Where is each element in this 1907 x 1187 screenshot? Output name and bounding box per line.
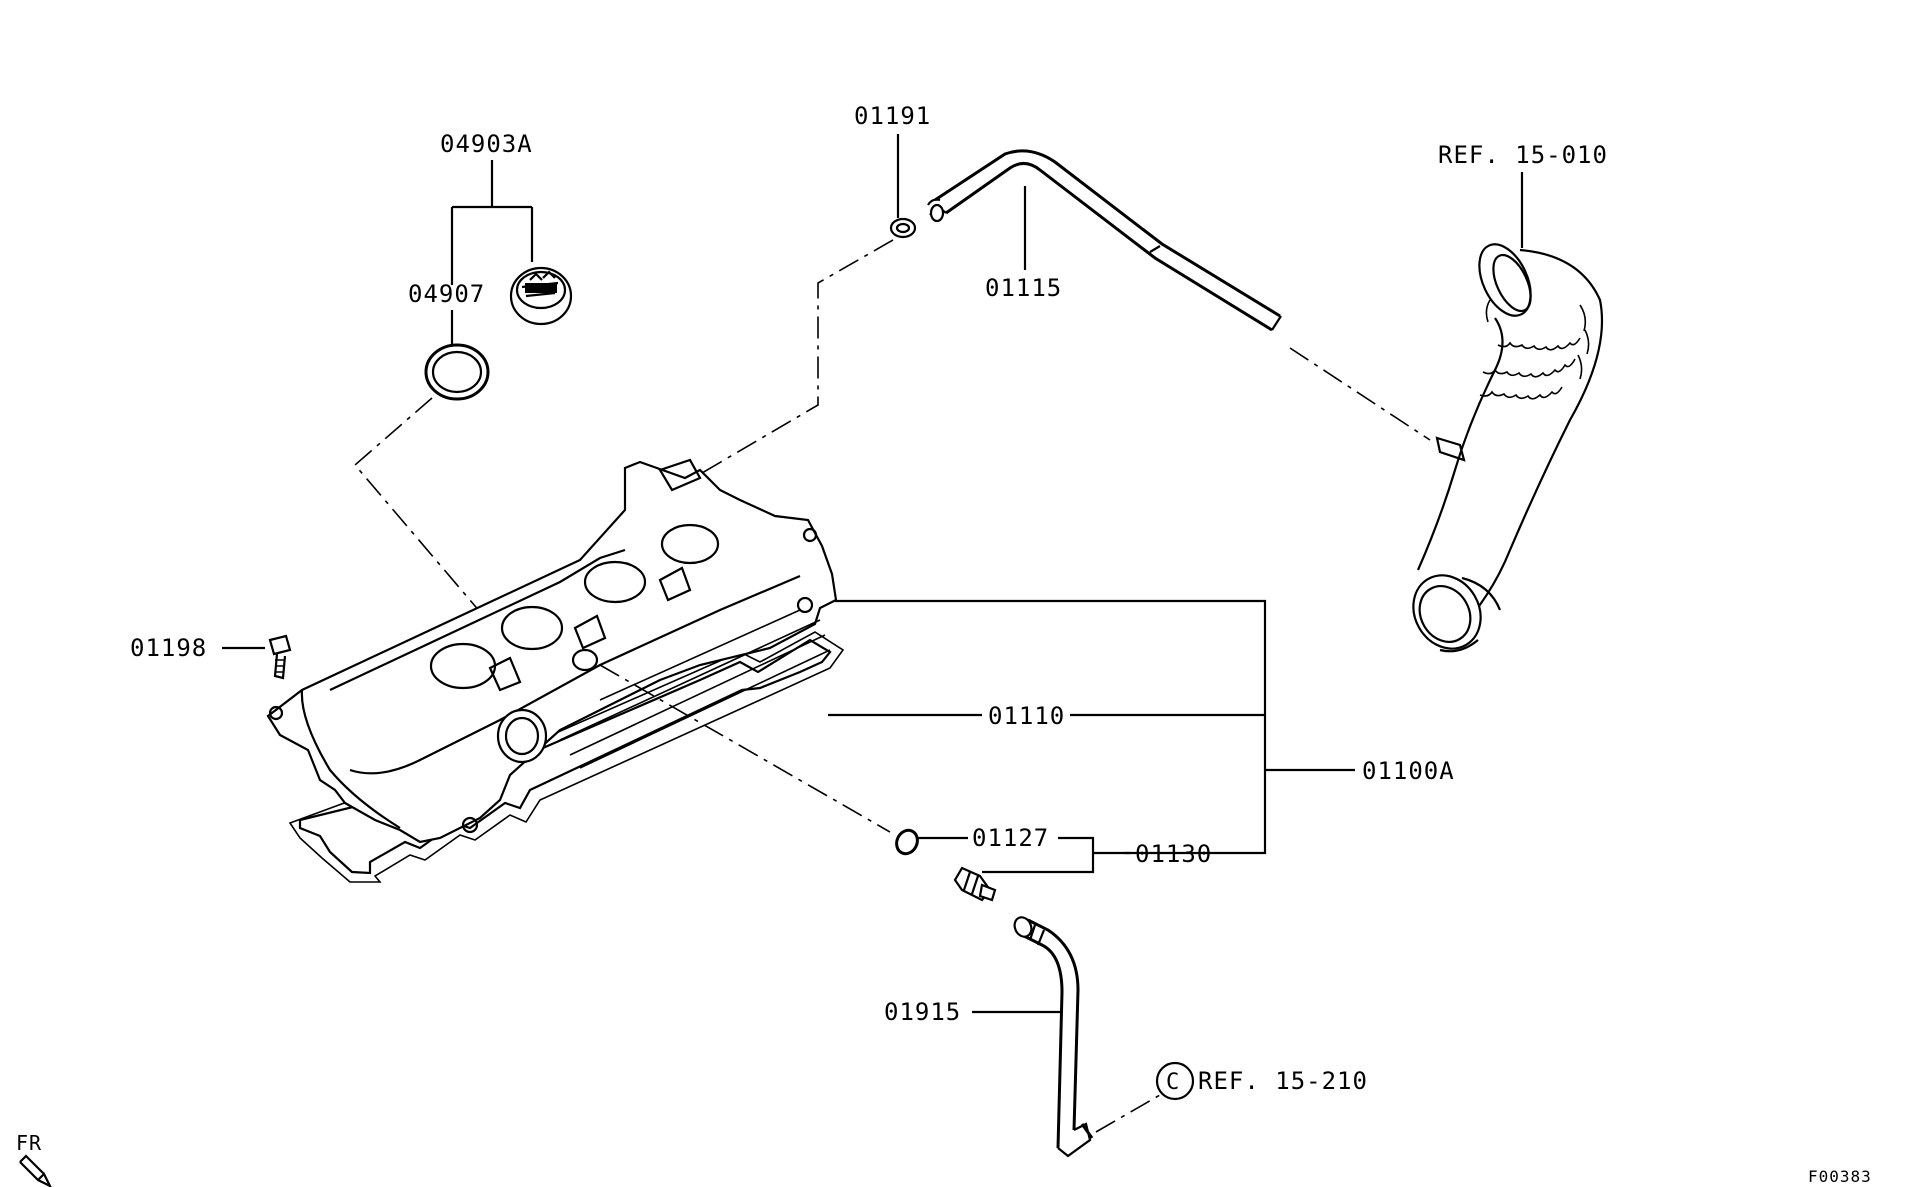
- filler-cap[interactable]: [509, 266, 573, 326]
- front-arrow-icon: [19, 1154, 52, 1187]
- pcv-hose-group: 01915 C REF. 15-210: [884, 915, 1368, 1158]
- leader-01110-cover: [835, 599, 1267, 855]
- label-ref-15-010[interactable]: REF. 15-010: [1438, 141, 1608, 169]
- pcv-grommet-01127[interactable]: [893, 827, 921, 857]
- breather-hose-01115[interactable]: [927, 149, 1282, 332]
- front-indicator-label: FR: [16, 1131, 42, 1155]
- label-04903A[interactable]: 04903A: [440, 130, 533, 158]
- label-01127[interactable]: 01127: [972, 824, 1049, 852]
- bolt-01198[interactable]: [268, 634, 292, 680]
- air-intake-duct[interactable]: [1400, 236, 1604, 661]
- hose-clamp-01191[interactable]: [889, 217, 917, 239]
- label-ref-15-210[interactable]: REF. 15-210: [1198, 1067, 1368, 1095]
- ref-circle-c[interactable]: C: [1155, 1061, 1195, 1101]
- label-01198[interactable]: 01198: [130, 634, 207, 662]
- leader-01127-bracket: [982, 836, 1095, 874]
- breather-hose-group: 01191 01115: [689, 102, 1431, 481]
- label-01130[interactable]: 01130: [1135, 840, 1212, 868]
- label-01100A[interactable]: 01100A: [1362, 757, 1455, 785]
- rocker-cover-group: 01198: [130, 458, 845, 883]
- leader-04903A: [450, 160, 534, 285]
- hose-to-air-duct-line: [1289, 347, 1431, 441]
- rocker-cover[interactable]: [266, 458, 838, 844]
- front-direction-indicator: FR: [16, 1131, 52, 1187]
- oil-filler-cap-group: 04903A 04907: [353, 130, 573, 701]
- rocker-cover-gasket[interactable]: [288, 631, 845, 883]
- pcv-hose-01915[interactable]: [1012, 915, 1094, 1158]
- label-01915[interactable]: 01915: [884, 998, 961, 1026]
- clamp-to-cover-line: [689, 239, 894, 481]
- label-01110[interactable]: 01110: [988, 702, 1065, 730]
- figure-code: F00383: [1808, 1167, 1872, 1186]
- label-01115[interactable]: 01115: [985, 274, 1062, 302]
- hose-to-ref-line: [1095, 1094, 1161, 1133]
- ref-circle-letter: C: [1166, 1070, 1180, 1095]
- label-01191[interactable]: 01191: [854, 102, 931, 130]
- label-04907[interactable]: 04907: [408, 280, 485, 308]
- pcv-valve[interactable]: [953, 866, 997, 902]
- air-intake-duct-group: REF. 15-010: [1400, 141, 1608, 661]
- cover-assembly-leaders: 01110 01100A: [828, 599, 1455, 855]
- pcv-group: 01127 01130: [599, 664, 1212, 902]
- pcv-to-cover-line: [599, 664, 891, 833]
- filler-cap-gasket[interactable]: [424, 343, 490, 401]
